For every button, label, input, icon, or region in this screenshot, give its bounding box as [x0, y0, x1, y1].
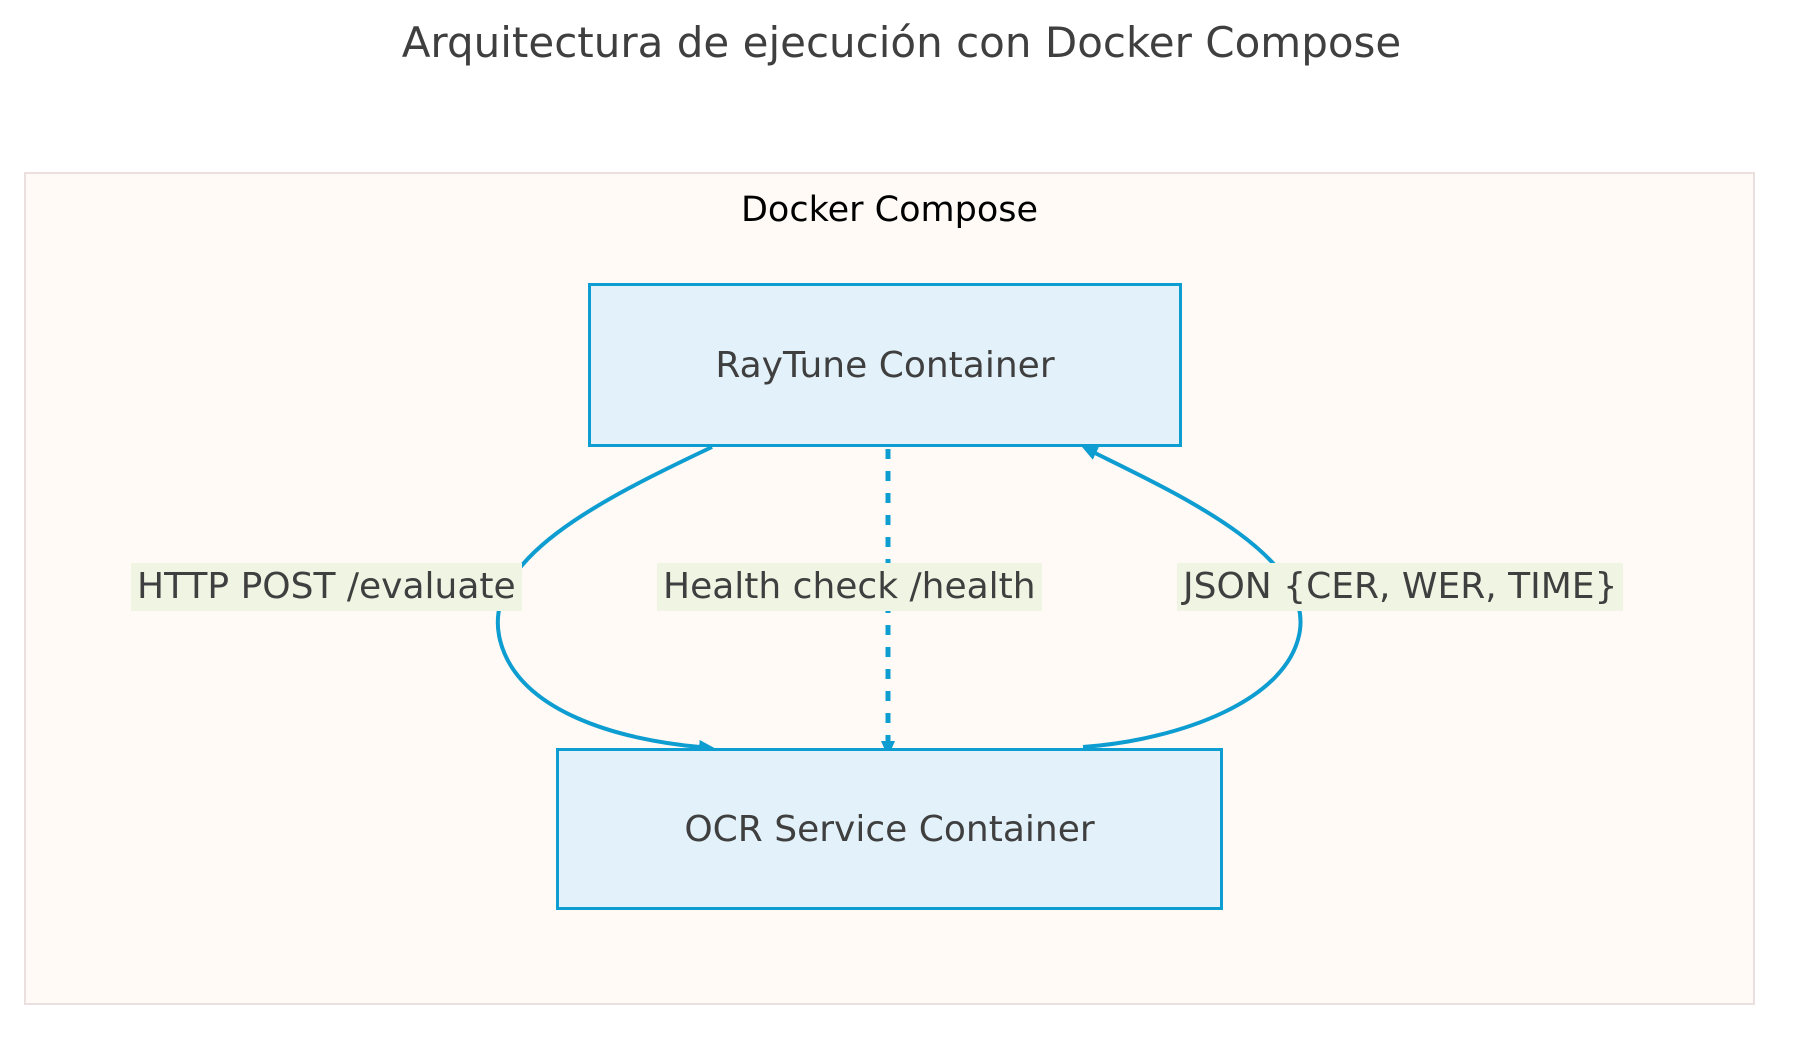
node-raytune-container[interactable]: RayTune Container	[588, 283, 1182, 447]
edge-label-health-check: Health check /health	[657, 563, 1042, 612]
node-ocr-label: OCR Service Container	[684, 808, 1095, 850]
cluster-label: Docker Compose	[740, 190, 1039, 230]
edge-label-json-metrics: JSON {CER, WER, TIME}	[1177, 563, 1624, 612]
page-title: Arquitectura de ejecución con Docker Com…	[401, 18, 1402, 67]
node-raytune-label: RayTune Container	[715, 344, 1055, 386]
node-ocr-service-container[interactable]: OCR Service Container	[556, 748, 1223, 910]
edge-label-http-post-evaluate: HTTP POST /evaluate	[131, 563, 522, 612]
